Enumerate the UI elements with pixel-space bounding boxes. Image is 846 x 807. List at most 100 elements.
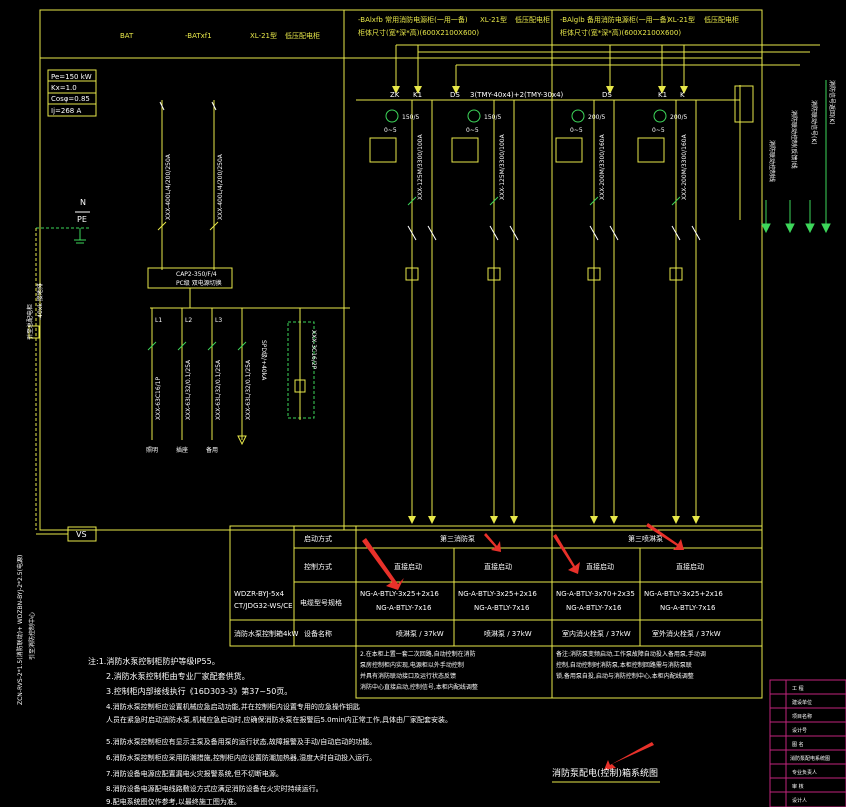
note-10: 9.配电系统图仅作参考,以最终施工图为准。 [106, 798, 241, 806]
param-ij: Ij=268 A [51, 107, 81, 115]
param-cos: Cosφ=0.85 [51, 95, 90, 103]
annotation-arrows [362, 523, 684, 770]
col-2-device: 喷淋泵 / 37kW [484, 629, 532, 638]
main-breaker-1: XXX-400L/4/200/250A [165, 153, 172, 220]
note-7: 6.消防水泵控制柜应采用防潮措施,控制柜内应设置防潮加热器,湿度大时自动投入运行… [106, 754, 377, 762]
col-3-device: 室内消火栓泵 / 37kW [562, 629, 631, 638]
right-note-2: 控制,自动控制时消防泵,本柜控制回路需与消防泵联 [556, 661, 692, 669]
mid-cabinet: -BAlxfb 常用消防电源柜(一用一备) [358, 15, 468, 24]
mid-type2: 低压配电柜 [515, 15, 550, 24]
col-4-device: 室外消火栓泵 / 37kW [652, 629, 721, 638]
ds-label: DS [450, 91, 460, 99]
feeder-breaker-2: XXX-125M/3300/100A [499, 133, 506, 200]
tb-5: 图 名 [792, 741, 804, 748]
group-2-title: 第三喷淋泵 [628, 534, 663, 543]
param-kx: Kx=1.0 [51, 84, 77, 92]
bottom-left-cable2: 引至消防控制中心 [28, 612, 36, 660]
parameter-table [229, 525, 763, 699]
pe-label: PE [77, 215, 87, 224]
note-6: 5.消防水泵控制柜应有显示主泵及备用泵的运行状态,故障报警及手动/自动启动的功能… [106, 738, 377, 746]
n-label: N [80, 198, 86, 207]
branch-l3: L3 [215, 317, 222, 324]
mid-note-2: 泵房控制柜内实现,电源柜以外手动控制 [360, 661, 464, 669]
side-text-3: 消防联动信号(K) [810, 100, 818, 145]
left-type2: 低压配电柜 [285, 31, 320, 40]
tb-7: 专业负责人 [792, 769, 817, 776]
feeder-breaker-3: XXX-200M/3300/160A [599, 133, 606, 200]
col-1-cable1: NG-A-BTLY-3x25+2x16 [360, 590, 439, 598]
col-3-cable2: NG-A-BTLY-7x16 [566, 604, 622, 612]
ct-3: 200/5 [588, 114, 605, 121]
right-type2: 低压配电柜 [704, 15, 739, 24]
left-vertical: 引至总配电柜 [26, 304, 34, 340]
right-cabinet: -BAlglb 备用消防电源柜(一用一备) [560, 15, 670, 24]
ds-label-2: DS [602, 91, 612, 99]
col-1-device: 喷淋泵 / 37kW [396, 629, 444, 638]
header: BAT -BATxf1 XL-21型 低压配电柜 -BAlxfb 常用消防电源柜… [120, 15, 739, 40]
tb-1: 工 程 [792, 685, 804, 692]
branch-load-3: 备用 [206, 446, 218, 454]
note-5: 人员在紧急时启动消防水泵,机械应急启动时,应确保消防水泵在报警后5.0min内正… [106, 716, 453, 724]
row-title-1: 启动方式 [304, 534, 332, 543]
right-size: 柜体尺寸(宽*深*高)(600X2100X600) [560, 28, 681, 37]
pc-label: PC级 双电源切换 [176, 279, 222, 287]
spd-group: XXX-3C16/2P SPD级/+40kA [260, 308, 317, 420]
tb-4: 设计号 [792, 727, 807, 734]
col-1-cable2: NG-A-BTLY-7x16 [376, 604, 432, 612]
k1-label: K1 [413, 91, 422, 99]
col-3-mode: 直接启动 [586, 562, 614, 571]
branch-l1: L1 [155, 317, 162, 324]
k-label: K [680, 91, 685, 99]
tb-9: 设计人 [792, 797, 807, 804]
left-device: 消防水泵控制箱4kW [234, 629, 299, 638]
side-text-4: 消防信号返回(K) [828, 80, 836, 125]
row-title-4: 设备名称 [304, 629, 332, 638]
note-4: 4.消防水泵控制柜应设置机械应急启动功能,并在控制柜内设置专用的应急操作钥匙 [106, 703, 360, 711]
note-3: 3.控制柜内部接线执行《16D303-3》第37~50页。 [106, 687, 293, 696]
col-4-mode: 直接启动 [676, 562, 704, 571]
busbar [356, 44, 820, 220]
tb-3: 项目名称 [792, 713, 812, 720]
note-9: 8.消防设备电源配电线路敷设方式应满足消防设备在火灾时持续运行。 [106, 785, 323, 793]
right-type: XL-21型 [668, 15, 695, 24]
note-8: 7.消防设备电源应配置漏电火灾报警系统,但不切断电源。 [106, 770, 283, 778]
mid-note-4: 消防中心直接启动,控制信号,本柜内配线调整 [360, 683, 478, 691]
row-title-3: 电缆型号规格 [300, 598, 342, 607]
feeders [369, 100, 700, 524]
col-4-cable1: NG-A-BTLY-3x25+2x16 [644, 590, 723, 598]
amm-2: 0~5 [466, 127, 479, 134]
busbar-label: 3(TMY-40x4)+2(TMY-30x4) [470, 91, 564, 99]
amm-1: 0~5 [384, 127, 397, 134]
left-type: XL-21型 [250, 31, 277, 40]
note-1: 注:1.消防水泵控制柜防护等级IP55。 [88, 657, 220, 666]
amm-4: 0~5 [652, 127, 665, 134]
right-note-1: 备注:消防泵变频启动,工作泵故障自动投入备用泵,手动调 [556, 650, 706, 658]
group-1-title: 第三消防泵 [440, 534, 475, 543]
feeder-breaker-4: XXX-200M/3300/160A [681, 133, 688, 200]
branch-l2: L2 [185, 317, 192, 324]
left-vertical2: -40xk 接地排 [36, 283, 44, 320]
bottom-left-cable: ZCN-RVS-2*1.5(消防联动)+ WDZBN-BYJ-2*2.5(电源) [16, 555, 24, 705]
branch-breaker-4: XXX-63L/32/0.1/25A [245, 359, 252, 420]
main-breaker-2: XXX-400L/4/200/250A [217, 153, 224, 220]
col-2-mode: 直接启动 [484, 562, 512, 571]
k1-label-2: K1 [658, 91, 667, 99]
branch-load-2: 插座 [176, 446, 188, 454]
col-2-cable2: NG-A-BTLY-7x16 [474, 604, 530, 612]
tb-8: 审 核 [792, 783, 804, 790]
left-cable-1: WDZR-BYJ-5x4 [234, 590, 285, 598]
mid-note-3: 并具有消防联动接口及运行状态反馈 [360, 672, 456, 680]
drawing-title: 消防泵配电(控制)箱系统图 [552, 767, 658, 779]
zk-label: ZK [390, 91, 400, 99]
feeder-breaker-1: XXX-125M/3300/100A [417, 133, 424, 200]
signal-lines [761, 80, 831, 234]
left-sub: -BATxf1 [185, 32, 212, 40]
mid-note-1: 2.在本柜上置一套二次回路,自动控制在消防 [360, 650, 476, 658]
vs-box: VS [36, 526, 97, 542]
col-4-cable2: NG-A-BTLY-7x16 [660, 604, 716, 612]
row-title-2: 控制方式 [304, 562, 332, 571]
capacitor-label: CAP2-350/F/4 [176, 271, 217, 278]
vs-label: VS [76, 530, 87, 539]
tb-6: 消防泵配电系统图 [790, 755, 830, 762]
